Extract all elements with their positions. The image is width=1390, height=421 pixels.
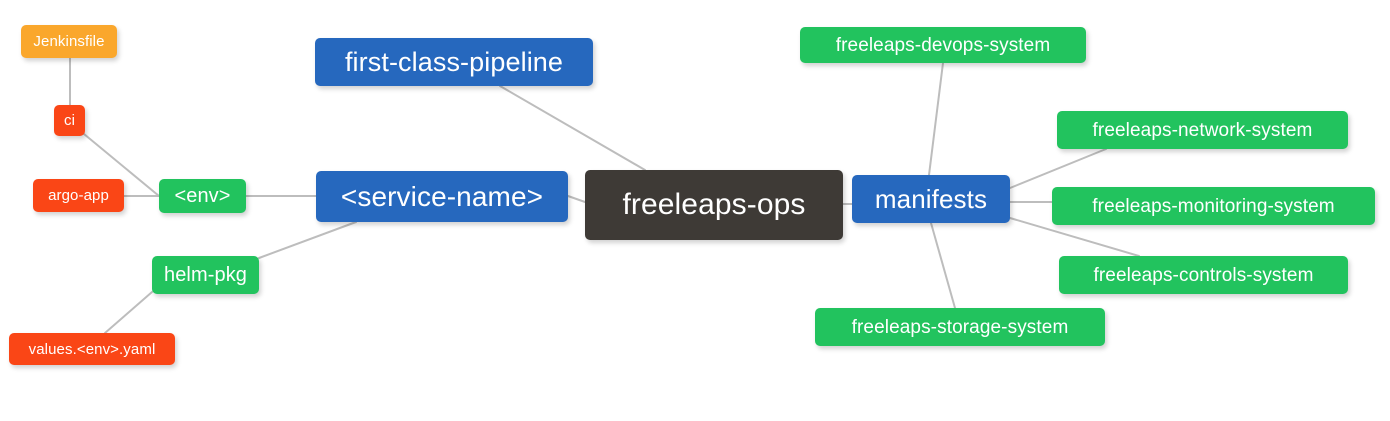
node-label: <env> xyxy=(174,185,231,207)
node-helm-pkg[interactable]: helm-pkg xyxy=(152,256,259,294)
node-label: freeleaps-devops-system xyxy=(835,34,1051,56)
edge-service-name-to-root xyxy=(567,195,586,203)
node-service-name[interactable]: <service-name> xyxy=(316,171,568,222)
node-label: freeleaps-storage-system xyxy=(851,316,1069,338)
node-root[interactable]: freeleaps-ops xyxy=(585,170,843,240)
node-label: freeleaps-monitoring-system xyxy=(1092,195,1335,217)
node-argo-app[interactable]: argo-app xyxy=(33,179,124,212)
node-label: freeleaps-ops xyxy=(622,188,806,221)
node-monitoring-sys[interactable]: freeleaps-monitoring-system xyxy=(1052,187,1375,225)
edge-values-yaml-to-helm-pkg xyxy=(104,291,153,334)
node-first-class[interactable]: first-class-pipeline xyxy=(315,38,593,86)
node-jenkinsfile[interactable]: Jenkinsfile xyxy=(21,25,117,58)
node-ci[interactable]: ci xyxy=(54,105,85,136)
node-label: <service-name> xyxy=(340,180,544,212)
node-manifests[interactable]: manifests xyxy=(852,175,1010,223)
node-env[interactable]: <env> xyxy=(159,179,246,213)
node-storage-sys[interactable]: freeleaps-storage-system xyxy=(815,308,1105,346)
node-values-yaml[interactable]: values.<env>.yaml xyxy=(9,333,175,365)
node-label: manifests xyxy=(874,184,988,214)
node-label: Jenkinsfile xyxy=(33,33,105,50)
edge-first-class-to-root xyxy=(499,85,646,171)
node-label: helm-pkg xyxy=(163,264,248,286)
node-label: freeleaps-network-system xyxy=(1092,119,1313,141)
node-label: first-class-pipeline xyxy=(344,46,564,77)
node-network-sys[interactable]: freeleaps-network-system xyxy=(1057,111,1348,149)
edge-helm-pkg-to-service-name xyxy=(258,221,357,259)
node-label: ci xyxy=(63,112,76,129)
node-label: values.<env>.yaml xyxy=(28,340,156,358)
edge-manifests-to-storage-sys xyxy=(930,222,956,309)
edge-manifests-to-devops-sys xyxy=(928,62,944,176)
node-controls-sys[interactable]: freeleaps-controls-system xyxy=(1059,256,1348,294)
node-label: freeleaps-controls-system xyxy=(1093,264,1314,286)
edge-manifests-to-network-sys xyxy=(1009,148,1107,189)
node-label: argo-app xyxy=(48,187,109,204)
node-devops-sys[interactable]: freeleaps-devops-system xyxy=(800,27,1086,63)
